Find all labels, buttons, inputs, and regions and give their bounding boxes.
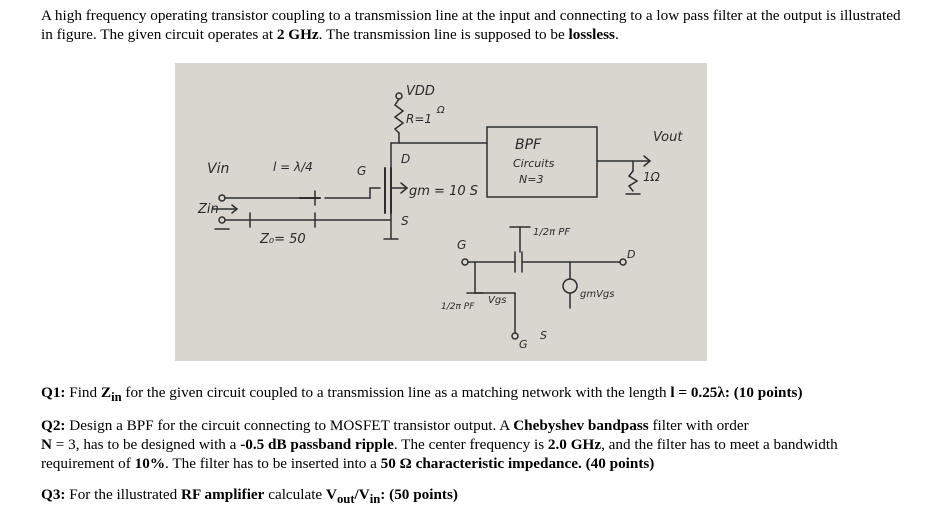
ss-g-under-label: G (519, 338, 528, 351)
bpf-circuits: Circuits (513, 157, 555, 170)
ss-cap-label: 1/2π PF (441, 302, 475, 312)
zin-arrowhead (231, 204, 239, 214)
question-1: Q1: Find Zin for the given circuit coupl… (41, 383, 901, 407)
intro-text-3: . (614, 26, 619, 43)
intro-text-1: A high frequency operating transistor co… (41, 7, 901, 43)
question-3: Q3: For the illustrated RF amplifier cal… (41, 485, 901, 509)
q1-text-a: Find (65, 384, 101, 401)
bpf-box (486, 126, 598, 198)
gm-vgs-label: gmVgs (580, 289, 615, 300)
vout-arrowhead (643, 155, 652, 167)
q2-n: N (41, 436, 52, 453)
q2-text-f: . The filter has to be inserted into a (165, 455, 381, 472)
problem-intro: A high frequency operating transistor co… (41, 6, 901, 44)
q1-label: Q1: (41, 384, 66, 401)
ss-source-label: S (540, 329, 547, 342)
intro-lossless: lossless (568, 26, 615, 43)
load-resistor (627, 170, 639, 192)
q3-rf: RF amplifier (181, 486, 265, 503)
transistor-arrowhead (400, 182, 409, 194)
drain-label: D (401, 152, 410, 166)
q2-label: Q2: (41, 417, 66, 434)
q2-text-a: Design a BPF for the circuit connecting … (65, 417, 514, 434)
q1-points: (10 points) (729, 384, 803, 401)
source-label: S (401, 214, 409, 228)
question-2: Q2: Design a BPF for the circuit connect… (41, 416, 901, 473)
q3-label: Q3: (41, 486, 66, 503)
q1-zin-sub-text: in (111, 390, 122, 405)
resistor-label: R=1 (406, 112, 432, 126)
q2-points: (40 points) (581, 455, 655, 472)
length-label: l = λ/4 (273, 160, 313, 174)
gate-label: G (357, 164, 366, 178)
vin-label: Vin (207, 161, 229, 177)
q3-text-b: calculate (264, 486, 326, 503)
q3-points: (50 points) (385, 486, 458, 503)
bpf-order: N=3 (519, 173, 543, 186)
q3-vin-sub-text: in (369, 492, 381, 507)
circuit-drawing: VDD R=1 Ω Vin Zin l = λ/4 Z₀= 50 G D S g… (175, 63, 707, 361)
vin-terminal (218, 194, 226, 202)
q1-length: l = 0.25λ: (670, 384, 730, 401)
bpf-title: BPF (515, 137, 542, 153)
q1-z: Z (100, 384, 112, 401)
vdd-label: VDD (406, 84, 435, 99)
z0-label: Z₀= 50 (259, 232, 306, 247)
q3-v: V (325, 486, 337, 503)
gnd-terminal (218, 216, 226, 224)
circuit-figure: VDD R=1 Ω Vin Zin l = λ/4 Z₀= 50 G D S g… (175, 63, 707, 361)
cap-pf-label: 1/2π PF (533, 227, 570, 238)
q3-colon: : (380, 486, 386, 503)
q3-slash: /V (354, 486, 370, 503)
q2-text-e: , and the filter has to meet a bandwidth… (41, 436, 838, 472)
ss-source-terminal (511, 332, 519, 340)
q3-text-a: For the illustrated (65, 486, 182, 503)
zin-label: Zin (197, 202, 219, 217)
ss-drain-label: D (627, 248, 635, 261)
gm-label: gm = 10 S (409, 184, 478, 199)
q1-text-b: for the given circuit coupled to a trans… (121, 384, 671, 401)
q2-chebyshev: Chebyshev bandpass (513, 417, 649, 434)
q3-vout-sub-text: out (336, 492, 355, 507)
q2-ripple: -0.5 dB passband ripple (240, 436, 394, 453)
q2-bandwidth: 10% (134, 455, 165, 472)
intro-text-2: . The transmission line is supposed to b… (318, 26, 569, 43)
q2-text-b: filter with order (648, 417, 749, 434)
q2-text-c: = 3, has to be designed with a (51, 436, 241, 453)
ss-gate-label: G (457, 238, 466, 252)
q3-vout-sub: out (337, 492, 355, 506)
vout-label: Vout (653, 130, 683, 145)
paper-background (175, 63, 707, 361)
ss-drain-terminal (619, 258, 627, 266)
intro-frequency: 2 GHz (276, 26, 319, 43)
q1-zin-sub: in (111, 390, 122, 404)
load-label: 1Ω (643, 170, 661, 184)
q2-impedance: 50 Ω characteristic impedance. (380, 455, 582, 472)
ohm-label: Ω (436, 105, 445, 116)
vgs-label: Vgs (488, 295, 506, 306)
q2-center-freq: 2.0 GHz (547, 436, 602, 453)
q3-vin-sub: in (370, 492, 381, 506)
q2-text-d: . The center frequency is (393, 436, 548, 453)
drain-resistor (393, 98, 405, 134)
